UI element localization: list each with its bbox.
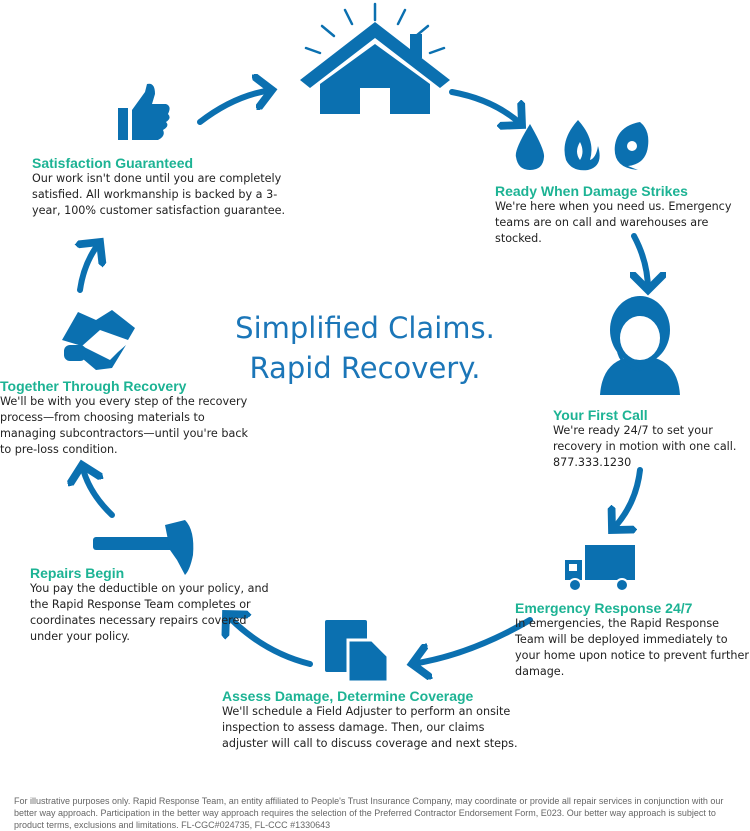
arrow-2 [449, 89, 522, 125]
arrow-7 [82, 465, 115, 518]
truck-icon [565, 545, 635, 592]
phone-number[interactable]: 877.333.1230 [553, 456, 632, 469]
hammer-icon [93, 520, 194, 575]
house-icon [300, 2, 450, 114]
disclaimer: For illustrative purposes only. Rapid Re… [14, 796, 724, 830]
documents-icon [325, 620, 390, 684]
arrow-5 [412, 617, 533, 664]
center-title: Simplified Claims. Rapid Recovery. [235, 311, 495, 385]
arrow-6 [226, 614, 313, 667]
handshake-icon [62, 310, 135, 370]
arrow-8 [80, 242, 100, 293]
call-agent-headset-icon [600, 296, 680, 395]
water-fire-hurricane-icons [515, 120, 649, 171]
arrow-3 [634, 233, 648, 290]
arrow-1 [197, 90, 272, 125]
thumbs-up-icon [118, 83, 170, 140]
arrow-4 [612, 467, 643, 530]
